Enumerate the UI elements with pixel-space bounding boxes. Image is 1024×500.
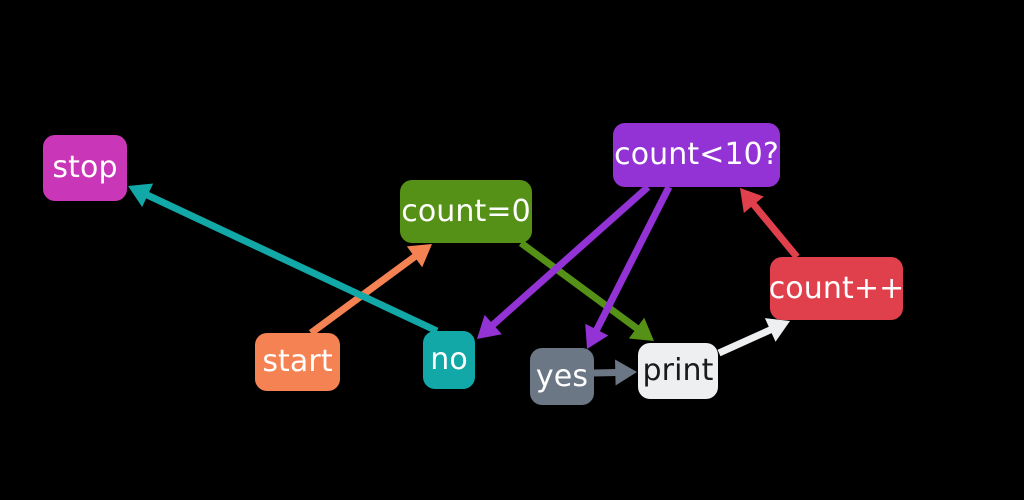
arrowhead-icon — [477, 314, 502, 339]
node-label: no — [430, 342, 468, 377]
node-count_zero[interactable]: count=0 — [400, 180, 532, 243]
node-label: count<10? — [614, 137, 779, 172]
edge-line — [518, 240, 640, 332]
edge-yes-to-print — [593, 359, 637, 386]
node-no[interactable]: no — [423, 331, 475, 389]
edge-no-to-stop — [128, 183, 439, 335]
node-label: start — [262, 344, 333, 379]
edge-line — [592, 185, 673, 333]
edge-line — [308, 253, 418, 336]
node-count_lt_10[interactable]: count<10? — [613, 123, 780, 187]
edge-print-to-count-pp — [717, 318, 790, 357]
node-label: count++ — [768, 270, 905, 306]
arrowhead-icon — [585, 323, 609, 349]
arrowhead-icon — [628, 317, 654, 341]
node-stop[interactable]: stop — [43, 135, 127, 201]
arrowhead-icon — [406, 244, 432, 268]
node-start[interactable]: start — [255, 333, 340, 391]
node-label: count=0 — [401, 193, 531, 229]
edge-start-to-count-zero — [308, 244, 432, 336]
arrowhead-icon — [128, 183, 154, 207]
edge-line — [717, 326, 774, 357]
edge-line — [750, 201, 800, 260]
node-print[interactable]: print — [638, 343, 718, 399]
edge-count-zero-to-print — [518, 240, 654, 341]
arrowhead-icon — [615, 359, 637, 386]
edge-count-lt-10-to-yes — [585, 185, 673, 349]
node-yes[interactable]: yes — [530, 348, 594, 405]
edge-line — [593, 368, 617, 377]
node-count_pp[interactable]: count++ — [768, 257, 905, 320]
arrowhead-icon — [764, 318, 790, 342]
edge-count-pp-to-count-lt-10 — [740, 188, 800, 260]
node-label: stop — [52, 150, 118, 185]
edge-line — [144, 191, 439, 335]
node-label: print — [642, 353, 714, 388]
arrowhead-icon — [740, 188, 764, 213]
node-label: yes — [535, 358, 589, 394]
